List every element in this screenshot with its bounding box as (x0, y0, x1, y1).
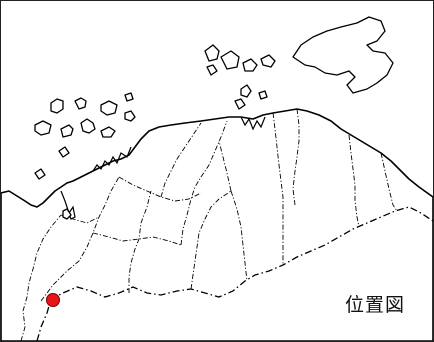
boundary-east-3 (348, 134, 360, 228)
boundary-west-2 (40, 176, 120, 302)
mainland-coastline (1, 108, 433, 341)
southern-prefecture-boundary (36, 206, 433, 341)
island-ne-8 (234, 98, 246, 110)
boundary-east-4 (380, 152, 398, 212)
northeast-coast-detail (240, 116, 266, 131)
island-ne-7 (240, 84, 252, 98)
boundary-center-5 (180, 120, 228, 246)
boundary-center-6 (190, 190, 232, 290)
island-ne-large (292, 16, 394, 94)
boundary-east-2 (292, 108, 300, 206)
island-ne-9 (258, 90, 268, 100)
boundary-south-1 (60, 214, 100, 224)
bay-detail (60, 190, 76, 220)
island-w2 (74, 97, 87, 110)
boundary-center-2 (118, 176, 202, 202)
island-w10 (58, 146, 70, 158)
map-label: 位置図 (344, 294, 405, 316)
island-w7 (80, 118, 96, 134)
island-w11 (34, 168, 46, 180)
island-w12 (62, 208, 72, 220)
island-w6 (60, 124, 74, 138)
island-ne-3 (220, 50, 240, 70)
north-coast-detail (92, 146, 132, 172)
island-w4 (124, 92, 134, 102)
island-w3 (100, 100, 118, 116)
island-w1 (50, 98, 64, 114)
boundary-east-1 (272, 112, 284, 265)
island-ne-4 (242, 58, 258, 72)
island-ne-6 (206, 64, 218, 76)
island-w9 (124, 110, 136, 122)
island-w5 (34, 120, 52, 136)
location-marker-dot (46, 293, 60, 307)
island-w8 (100, 126, 116, 138)
boundary-center-4 (160, 122, 202, 198)
boundary-center-3 (128, 190, 152, 293)
island-ne-2 (204, 44, 220, 62)
boundary-west-1 (20, 214, 62, 341)
island-ne-5 (260, 54, 276, 68)
boundary-center-8 (218, 140, 232, 192)
